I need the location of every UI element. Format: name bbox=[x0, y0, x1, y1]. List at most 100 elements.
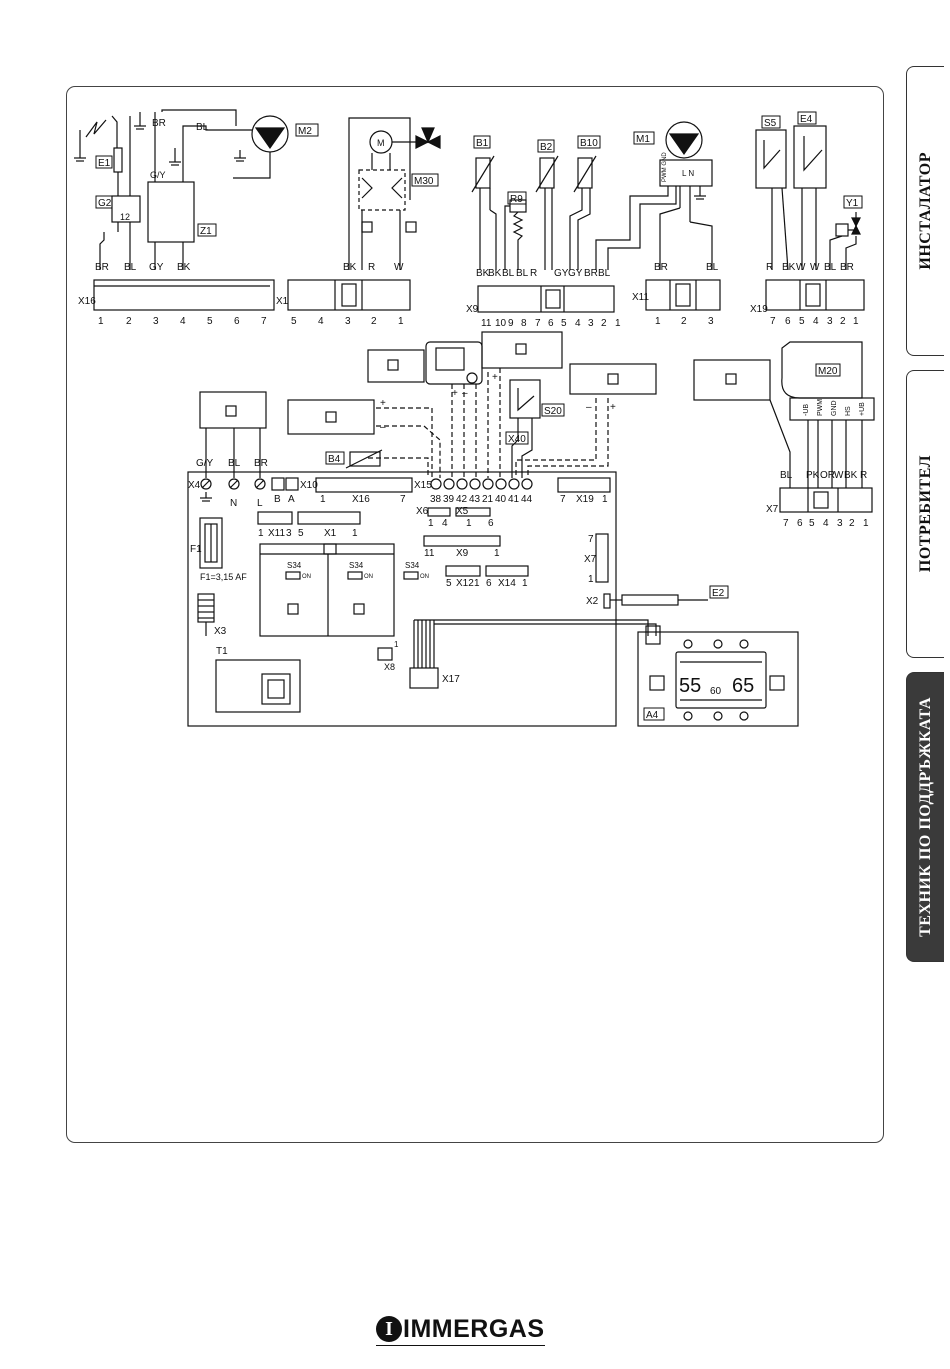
pump-m1 bbox=[659, 121, 713, 270]
pin-number-x9: 4 bbox=[575, 318, 581, 329]
wire-label-x7: W bbox=[834, 470, 844, 481]
pin-number-x7: 1 bbox=[863, 518, 869, 529]
label-x4-gy: G/Y bbox=[196, 458, 214, 469]
display-temp-3: 60 bbox=[710, 686, 722, 697]
pin-number-x9: 7 bbox=[535, 318, 541, 329]
label-x12: X12 bbox=[456, 578, 474, 589]
label-x6: X6 bbox=[416, 506, 429, 517]
label-a4: A4 bbox=[646, 710, 659, 721]
terminal-x15 bbox=[430, 478, 533, 490]
thermostat-e4 bbox=[793, 125, 827, 270]
label-x5-p1: 1 bbox=[466, 518, 472, 529]
label-z1-gy: G/Y bbox=[150, 170, 166, 180]
label-x14-p6: 6 bbox=[486, 578, 492, 589]
pin-number-x9: 8 bbox=[521, 318, 527, 329]
label-board-x7-p7: 7 bbox=[588, 534, 594, 545]
label-x8-pin: 1 bbox=[394, 640, 399, 649]
label-s34-c: S34 bbox=[405, 561, 420, 570]
wire-label-x7: BL bbox=[780, 470, 793, 481]
label-motor: M bbox=[377, 138, 385, 148]
wire-label-x9: BL bbox=[502, 268, 515, 279]
connector-x9-top bbox=[477, 285, 615, 313]
fan-pin-label: PWM bbox=[817, 399, 824, 416]
tab-installer[interactable]: ИНСТАЛАТОР bbox=[906, 66, 944, 356]
main-pcb bbox=[187, 471, 617, 727]
pin-number-x19: 3 bbox=[827, 316, 833, 327]
label-x16: X16 bbox=[78, 296, 96, 307]
pin-number-x19: 7 bbox=[770, 316, 776, 327]
block-external-probe bbox=[693, 359, 771, 401]
label-m2: M2 bbox=[298, 126, 312, 137]
pin-number-x15: 42 bbox=[456, 494, 468, 505]
header-x7 bbox=[595, 533, 609, 583]
label-board-x11: X11 bbox=[268, 528, 285, 539]
label-e1: E1 bbox=[98, 158, 111, 169]
label-b2: B2 bbox=[540, 142, 553, 153]
display-temp-1: 55 bbox=[679, 675, 701, 697]
pin-number-x19: 2 bbox=[840, 316, 846, 327]
wire-label-x9: BL bbox=[516, 268, 529, 279]
pin-number-x19: 6 bbox=[785, 316, 791, 327]
pin-number-x7: 7 bbox=[783, 518, 789, 529]
connector-x19-top bbox=[765, 279, 865, 311]
wire-label-x19: BR bbox=[840, 262, 854, 273]
brand-logo: I IMMERGAS bbox=[376, 1314, 545, 1346]
label-board-x16: X16 bbox=[352, 494, 370, 505]
header-x6 bbox=[427, 507, 451, 517]
label-x7: X7 bbox=[766, 504, 779, 515]
header-x19 bbox=[557, 477, 611, 493]
pin-number-x19: 4 bbox=[813, 316, 819, 327]
sensor-b1 bbox=[471, 155, 497, 270]
label-x6-p1: 1 bbox=[428, 518, 434, 529]
ignition-electrode-e1 bbox=[74, 115, 131, 196]
header-x12 bbox=[445, 565, 481, 577]
pressure-switch-s5 bbox=[755, 129, 789, 271]
pin-number-x11: 3 bbox=[708, 316, 714, 327]
block-zone bbox=[287, 399, 375, 435]
polarity-solar-minus: – bbox=[586, 402, 592, 413]
fan-pin-label: HS bbox=[845, 406, 852, 416]
label-board-x1-p5: 5 bbox=[298, 528, 304, 539]
fuse-f1 bbox=[199, 517, 223, 569]
connector-x3 bbox=[197, 593, 215, 636]
pin-number-x15: 21 bbox=[482, 494, 494, 505]
wire-label-x19: BL bbox=[824, 262, 837, 273]
label-b4: B4 bbox=[328, 454, 341, 465]
block-mains bbox=[199, 391, 267, 429]
wire-label-x9: GY bbox=[568, 268, 583, 279]
pin-number-x9: 1 bbox=[615, 318, 621, 329]
valve-y1 bbox=[829, 212, 861, 270]
label-s34-b: S34 bbox=[349, 561, 364, 570]
label-x4: X4 bbox=[188, 480, 201, 491]
tab-maintenance[interactable]: ТЕХНИК ПО ПОДДРЪЖКАТА bbox=[906, 672, 944, 962]
fan-pin-label: GND bbox=[831, 400, 838, 416]
brand-name: IMMERGAS bbox=[403, 1314, 545, 1343]
wire-label-x7: BK bbox=[844, 470, 858, 481]
wire-label-x9: BK bbox=[476, 268, 490, 279]
fan-m20 bbox=[769, 341, 875, 462]
label-e4: E4 bbox=[800, 114, 813, 125]
wire-label-x16: BK bbox=[177, 262, 191, 273]
label-x11: X11 bbox=[632, 292, 649, 303]
pin-number-x7: 4 bbox=[823, 518, 829, 529]
label-x3: X3 bbox=[214, 626, 227, 637]
wire-label-x19: W bbox=[796, 262, 806, 273]
polarity-zone-minus: – bbox=[380, 422, 386, 433]
pin-number-x9: 2 bbox=[601, 318, 607, 329]
label-x5: X5 bbox=[456, 506, 469, 517]
header-x16 bbox=[315, 477, 413, 493]
header-x14 bbox=[485, 565, 529, 577]
pin-number-x19: 5 bbox=[799, 316, 805, 327]
label-m1: M1 bbox=[636, 134, 650, 145]
polarity-zone-plus: + bbox=[380, 398, 386, 409]
label-s34-b-on: ON bbox=[364, 574, 373, 580]
display-temp-2: 65 bbox=[732, 675, 754, 697]
label-board-x7: X7 bbox=[584, 554, 597, 565]
label-x10-b: B bbox=[274, 494, 281, 505]
label-x40: X40 bbox=[508, 434, 526, 445]
tab-user[interactable]: ПОТРЕБИТЕЛ bbox=[906, 370, 944, 658]
label-s20: S20 bbox=[544, 406, 562, 417]
pin-number-x9: 9 bbox=[508, 318, 514, 329]
resistor-r9 bbox=[504, 199, 527, 270]
label-x5-p6: 6 bbox=[488, 518, 494, 529]
